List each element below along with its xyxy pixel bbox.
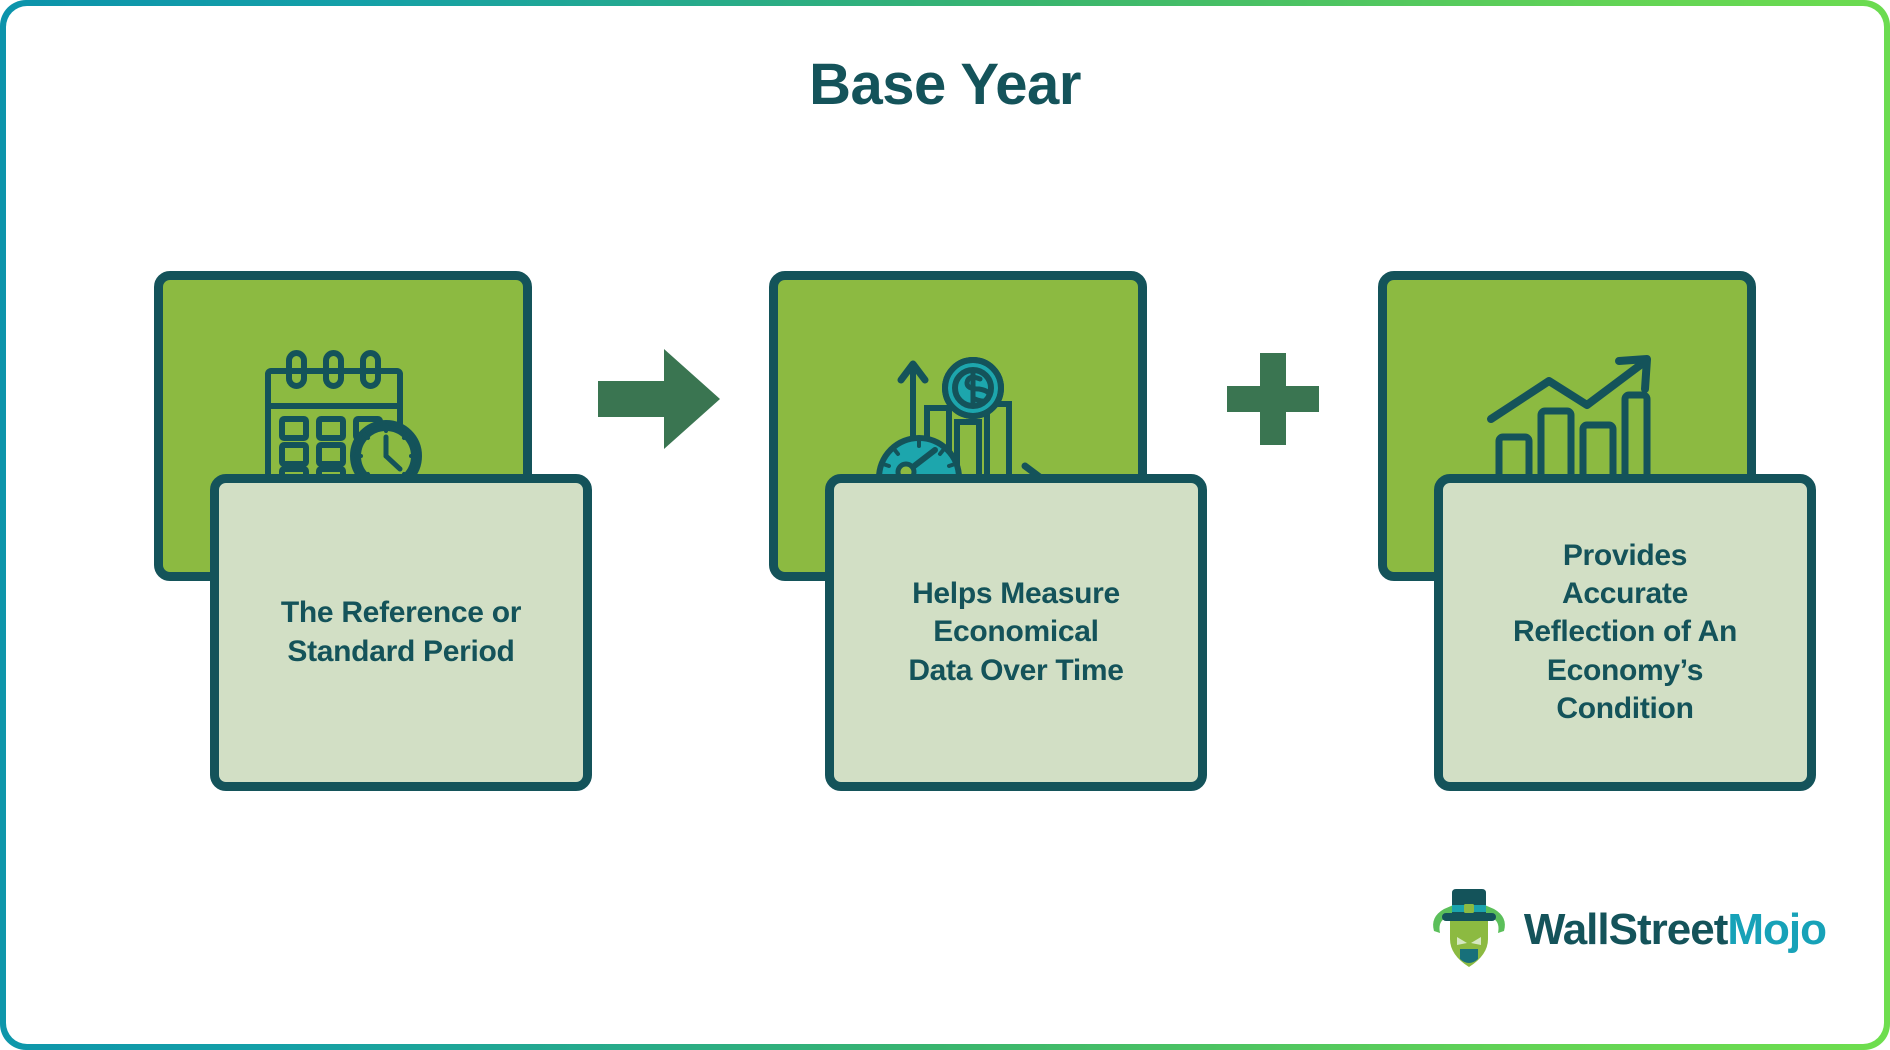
card-3-label: Provides Accurate Reflection of An Econo… xyxy=(1512,538,1738,726)
logo-text-primary: WallStreet xyxy=(1523,904,1729,954)
gauge-dollar-barchart-icon xyxy=(861,346,1056,506)
plus-icon xyxy=(1227,352,1319,450)
text-card-1: The Reference or Standard Period xyxy=(210,474,592,791)
wallstreetmojo-logo: WallStreetMojo xyxy=(1428,887,1827,972)
card-2-label: Helps Measure Economical Data Over Time xyxy=(908,576,1124,687)
card-group-3: Provides Accurate Reflection of An Econo… xyxy=(1378,271,1828,791)
text-card-2: Helps Measure Economical Data Over Time xyxy=(825,474,1207,791)
connector-plus xyxy=(1208,336,1338,466)
card-group-1: The Reference or Standard Period xyxy=(154,271,604,791)
logo-text-accent: Mojo xyxy=(1727,904,1827,954)
text-card-3: Provides Accurate Reflection of An Econo… xyxy=(1434,474,1816,791)
card-1-label: The Reference or Standard Period xyxy=(280,596,522,668)
right-arrow-icon xyxy=(598,348,720,454)
infographic-canvas: Base Year xyxy=(6,6,1884,1044)
logo-text: WallStreetMojo xyxy=(1523,904,1827,955)
bull-tophat-logo-icon xyxy=(1428,887,1510,972)
card-group-2: Helps Measure Economical Data Over Time xyxy=(769,271,1219,791)
connector-arrow xyxy=(584,336,734,466)
page-title: Base Year xyxy=(809,52,1081,117)
card-cluster: The Reference or Standard Period xyxy=(6,6,1884,1044)
